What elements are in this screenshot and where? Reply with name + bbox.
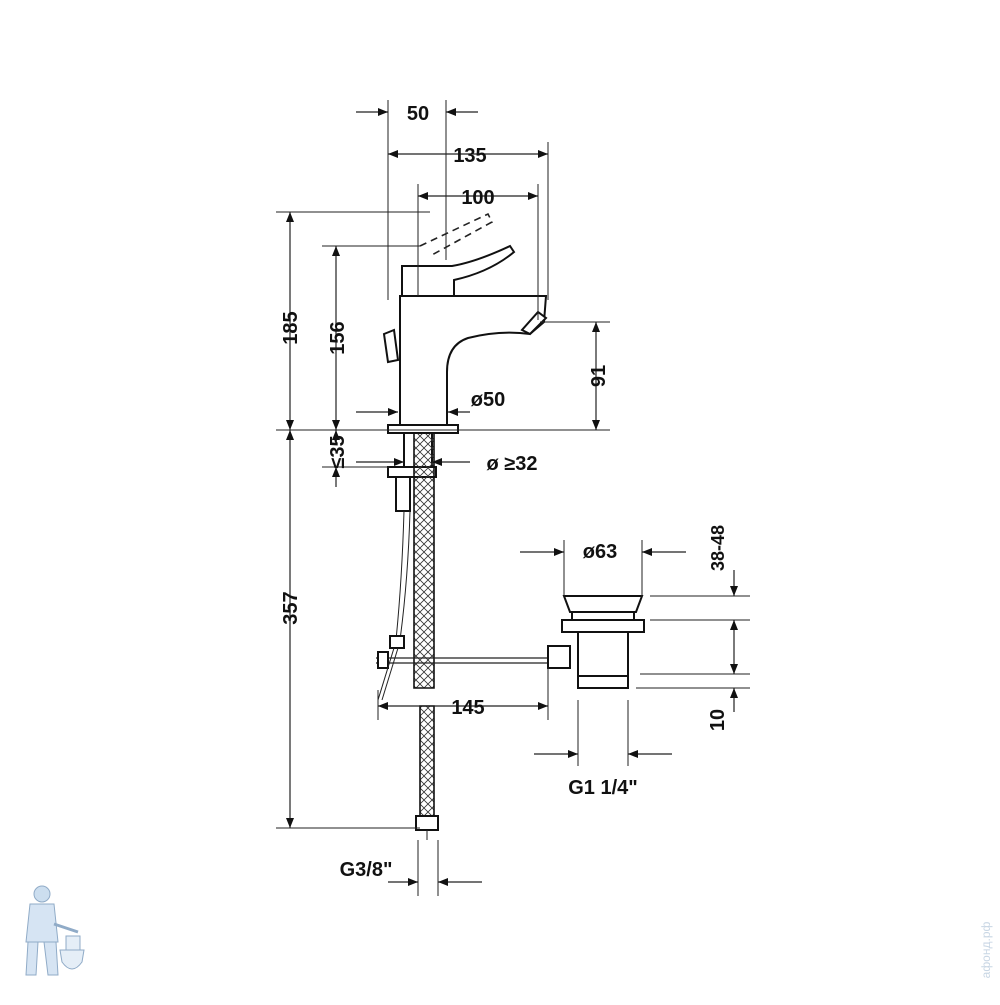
dim-g1-1-4: G1 1/4" <box>568 777 638 799</box>
dim-156: 156 <box>327 321 349 354</box>
dim-dia50: ø50 <box>471 389 505 411</box>
dim-10: 10 <box>707 709 729 731</box>
popup-linkage <box>376 510 556 701</box>
dim-g3-8: G3/8" <box>340 859 393 881</box>
dim-dia32: ø ≥32 <box>487 453 538 475</box>
dim-50-top: 50 <box>407 103 429 125</box>
dim-100: 100 <box>461 187 494 209</box>
watermark-text: aфонд.рф <box>979 922 993 979</box>
supply-hose <box>413 432 439 840</box>
dim-dia63: ø63 <box>583 541 617 563</box>
dim-38-48: 38-48 <box>708 525 728 571</box>
dim-le35: ≤35 <box>327 435 349 468</box>
dim-145: 145 <box>451 697 484 719</box>
plumber-logo <box>25 885 85 976</box>
dimension-lines <box>276 100 750 896</box>
popup-waste <box>547 595 645 689</box>
dim-357: 357 <box>280 591 302 624</box>
dimension-labels: 50 135 100 185 156 91 ø50 ≤35 ø ≥32 357 … <box>280 103 729 881</box>
dim-91: 91 <box>588 365 610 387</box>
dim-135: 135 <box>453 145 486 167</box>
dim-185: 185 <box>280 311 302 344</box>
